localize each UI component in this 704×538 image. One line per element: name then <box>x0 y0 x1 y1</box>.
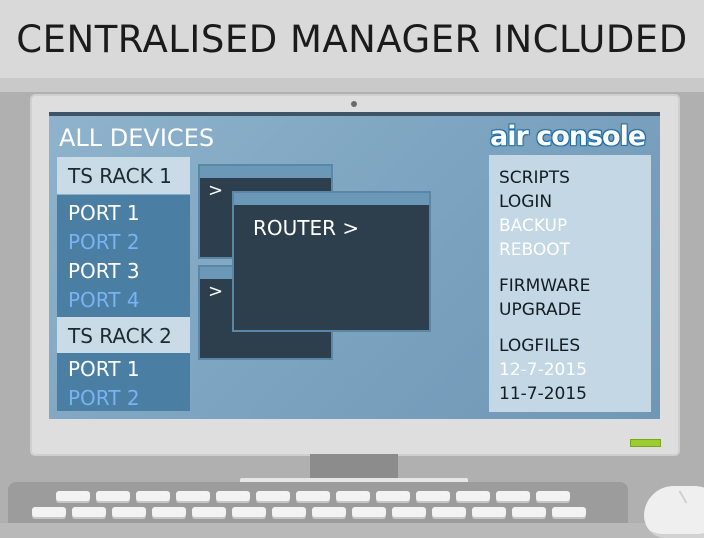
window-title-bar <box>200 166 331 178</box>
menu-logfiles[interactable]: LOGFILES <box>499 336 581 356</box>
menu-log-12-7-2015[interactable]: 12-7-2015 <box>499 360 587 380</box>
menu-scripts[interactable]: SCRIPTS <box>499 168 570 188</box>
keyboard <box>8 482 628 523</box>
rack-2-port-1[interactable]: PORT 1 <box>68 357 140 381</box>
rack-2-port-2[interactable]: PORT 2 <box>68 386 140 410</box>
rack-1-port-4[interactable]: PORT 4 <box>68 288 140 312</box>
menu-backup[interactable]: BACKUP <box>499 216 568 236</box>
air-console-logo: air console <box>490 121 646 152</box>
menu-log-11-7-2015[interactable]: 11-7-2015 <box>499 384 587 404</box>
rack-1-port-1[interactable]: PORT 1 <box>68 201 140 225</box>
menu-login[interactable]: LOGIN <box>499 192 553 212</box>
monitor-stand <box>310 454 398 478</box>
all-devices-heading: ALL DEVICES <box>59 124 215 152</box>
rack-1-header[interactable]: TS RACK 1 <box>57 157 190 194</box>
keyboard-row <box>32 507 586 517</box>
keyboard-row <box>56 491 570 501</box>
actions-menu-panel <box>489 155 651 412</box>
rack-2-ports-panel <box>57 353 190 411</box>
rack-label: TS RACK 1 <box>68 163 172 188</box>
camera-icon <box>351 101 357 107</box>
rack-1-ports-panel <box>57 195 190 317</box>
power-led-icon <box>630 439 661 447</box>
menu-upgrade[interactable]: UPGRADE <box>499 300 582 320</box>
rack-1-port-3[interactable]: PORT 3 <box>68 259 140 283</box>
menu-firmware[interactable]: FIRMWARE <box>499 276 591 296</box>
terminal-prompt-top: > <box>208 180 224 201</box>
banner: CENTRALISED MANAGER INCLUDED <box>0 0 704 78</box>
mouse-icon <box>644 486 704 538</box>
window-title-bar <box>234 193 429 205</box>
router-prompt: ROUTER > <box>253 216 360 240</box>
wall-stripe <box>0 78 704 92</box>
rack-1-port-2[interactable]: PORT 2 <box>68 230 140 254</box>
banner-title: CENTRALISED MANAGER INCLUDED <box>16 17 688 61</box>
screen-top-bar <box>49 112 660 116</box>
menu-reboot[interactable]: REBOOT <box>499 240 571 260</box>
rack-2-header[interactable]: TS RACK 2 <box>57 317 190 354</box>
router-window[interactable] <box>232 191 431 332</box>
terminal-prompt-bottom: > <box>208 281 224 302</box>
rack-label: TS RACK 2 <box>68 323 172 348</box>
